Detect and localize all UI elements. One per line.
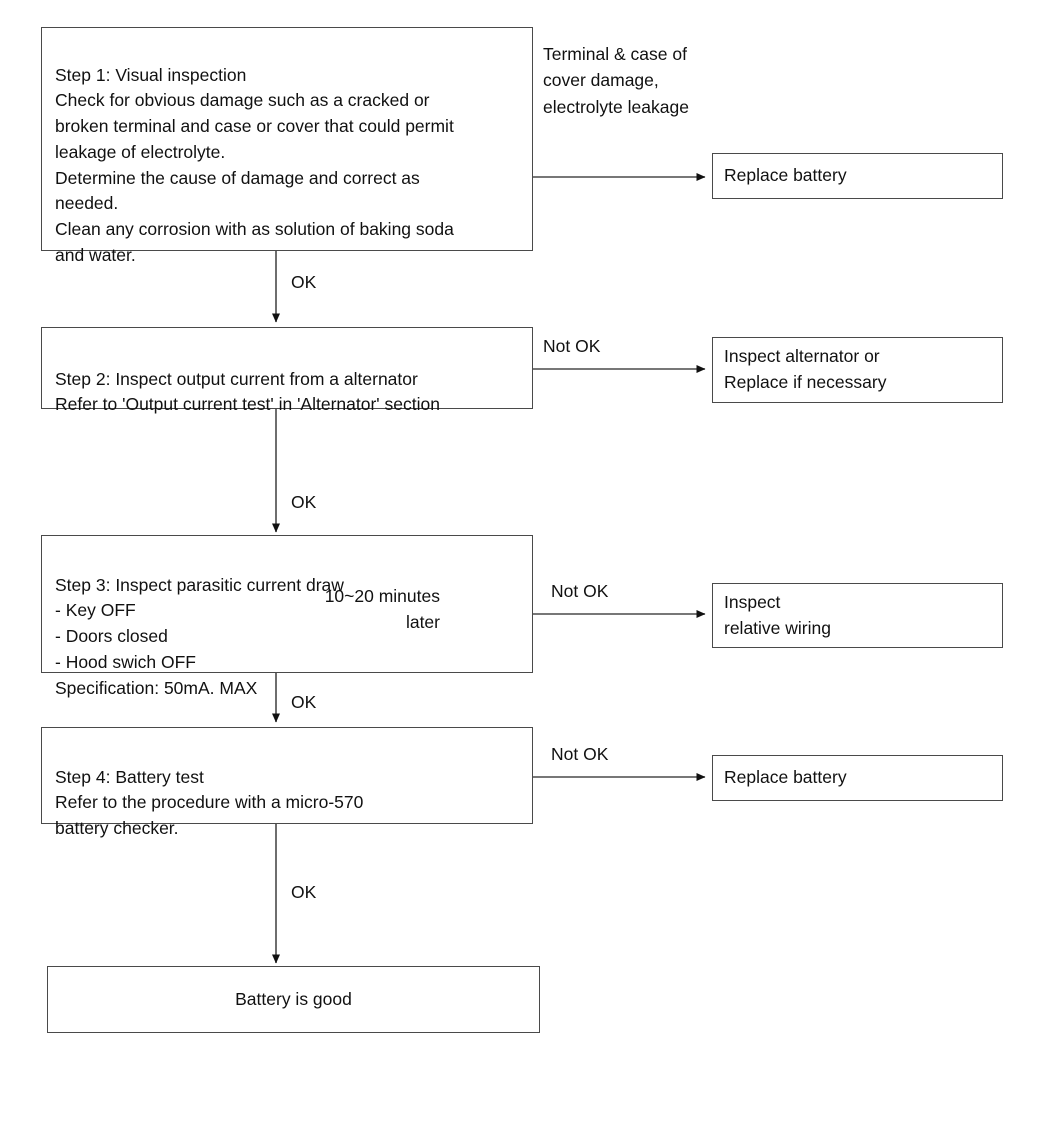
step-1-box[interactable]: Step 1: Visual inspection Check for obvi… (41, 27, 533, 265)
step-1-text: Step 1: Visual inspection Check for obvi… (55, 64, 454, 265)
outcome-1-box[interactable]: Replace battery (712, 153, 1003, 199)
step-2-text: Step 2: Inspect output current from a al… (55, 368, 440, 415)
edge-label-ok-2: OK (291, 492, 317, 512)
outcome-2-box[interactable]: Inspect alternator or Replace if necessa… (712, 337, 1003, 403)
outcome-3-text: Inspect relative wiring (724, 591, 831, 638)
outcome-4-text: Replace battery (724, 767, 847, 788)
result-text: Battery is good (235, 988, 352, 1009)
edge-label-not-ok-3: Not OK (551, 581, 609, 601)
step-4-text: Step 4: Battery test Refer to the proced… (55, 766, 364, 839)
edge-label-ok-4: OK (291, 882, 317, 902)
step-3-box[interactable]: Step 3: Inspect parasitic current draw -… (41, 535, 533, 698)
step-3-bracket-note: 10~20 minutes later (324, 586, 440, 632)
outcome-3-box[interactable]: Inspect relative wiring (712, 583, 1003, 648)
step-4-box[interactable]: Step 4: Battery test Refer to the proced… (41, 727, 533, 838)
step-2-box[interactable]: Step 2: Inspect output current from a al… (41, 327, 533, 414)
step-1-condition-annotation: Terminal & case of cover damage, electro… (543, 44, 689, 117)
edge-label-not-ok-2: Not OK (543, 336, 601, 356)
step-3-text: Step 3: Inspect parasitic current draw -… (55, 574, 344, 698)
outcome-2-text: Inspect alternator or Replace if necessa… (724, 346, 887, 392)
outcome-4-box[interactable]: Replace battery (712, 755, 1003, 801)
result-box[interactable]: Battery is good (47, 966, 540, 1033)
outcome-1-text: Replace battery (724, 165, 847, 186)
edge-label-ok-1: OK (291, 272, 317, 292)
edge-label-not-ok-4: Not OK (551, 744, 609, 764)
edge-label-ok-3: OK (291, 692, 317, 712)
